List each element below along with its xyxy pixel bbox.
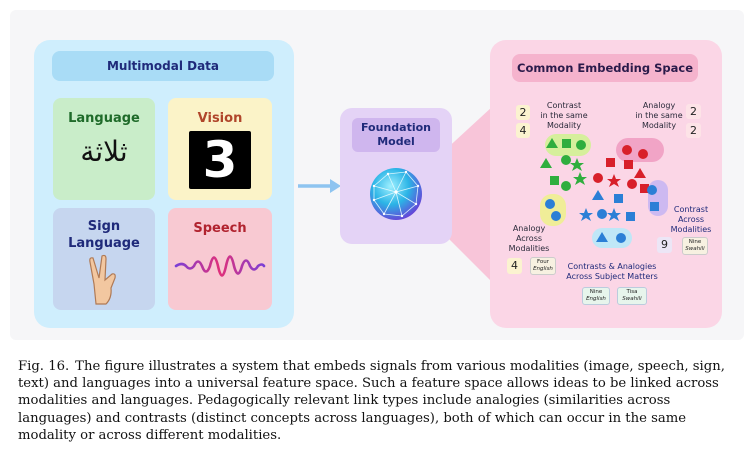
- vision-digit: 3: [202, 131, 238, 189]
- figure-caption: Fig. 16.The figure illustrates a system …: [18, 358, 740, 444]
- embedding-cluster-shapes: [540, 134, 668, 248]
- speech-label: Speech: [193, 221, 247, 236]
- waveform-icon: [174, 255, 266, 277]
- speech-tile: Speech: [168, 208, 272, 310]
- digit-card-4-top: 4: [516, 123, 530, 138]
- digit-card-4-left: 4: [507, 258, 522, 274]
- mnist-digit-image: 3: [189, 131, 251, 189]
- digit-card-2-top: 2: [516, 105, 530, 120]
- caption-label: Fig. 16.: [18, 359, 70, 374]
- sign-language-label: Sign Language: [68, 219, 140, 251]
- multimodal-data-title: Multimodal Data: [52, 51, 274, 81]
- word-card-four-english: Four English: [530, 257, 556, 275]
- word-card-nine-english: Nine English: [582, 287, 610, 305]
- input-arrow: [298, 179, 341, 193]
- digit-card-2-right-b: 2: [686, 123, 701, 138]
- green-triangle: [546, 138, 558, 148]
- language-label: Language: [68, 111, 140, 126]
- vision-tile: Vision 3: [168, 98, 272, 200]
- embedding-space-panel: [490, 40, 722, 328]
- vision-label: Vision: [197, 111, 243, 126]
- hand-sign-icon: [89, 254, 116, 305]
- word-card-nine-swahili: Nine Swahili: [682, 237, 708, 255]
- projection-beam: [405, 95, 505, 295]
- language-tile: Language ثلاثة: [53, 98, 155, 200]
- contrast-across-modalities-note: Contrast Across Modalities: [670, 205, 712, 234]
- arabic-word: ثلاثة: [80, 135, 128, 168]
- sign-language-tile: Sign Language: [53, 208, 155, 310]
- green-circle: [576, 140, 586, 150]
- digit-card-2-right-a: 2: [686, 104, 701, 119]
- digit-card-9: 9: [657, 237, 672, 253]
- contrasts-analogies-subject-note: Contrasts & Analogies Across Subject Mat…: [566, 262, 658, 281]
- foundation-model-label: Foundation Model: [360, 121, 431, 148]
- analogy-across-modalities-note: Analogy Across Modalities: [508, 224, 550, 253]
- analogy-same-modality-note: Analogy in the same Modality: [635, 101, 683, 130]
- network-sphere-icon: [370, 168, 422, 220]
- green-square: [562, 139, 571, 148]
- foundation-model-title: Foundation Model: [352, 118, 440, 152]
- analogy-highlight-left: [540, 194, 566, 226]
- word-card-tisa-swahili: Tisa Swahili: [617, 287, 647, 305]
- caption-text: The figure illustrates a system that emb…: [18, 359, 725, 443]
- embedding-space-title: Common Embedding Space: [512, 54, 698, 82]
- contrast-same-modality-note: Contrast in the same Modality: [540, 101, 588, 130]
